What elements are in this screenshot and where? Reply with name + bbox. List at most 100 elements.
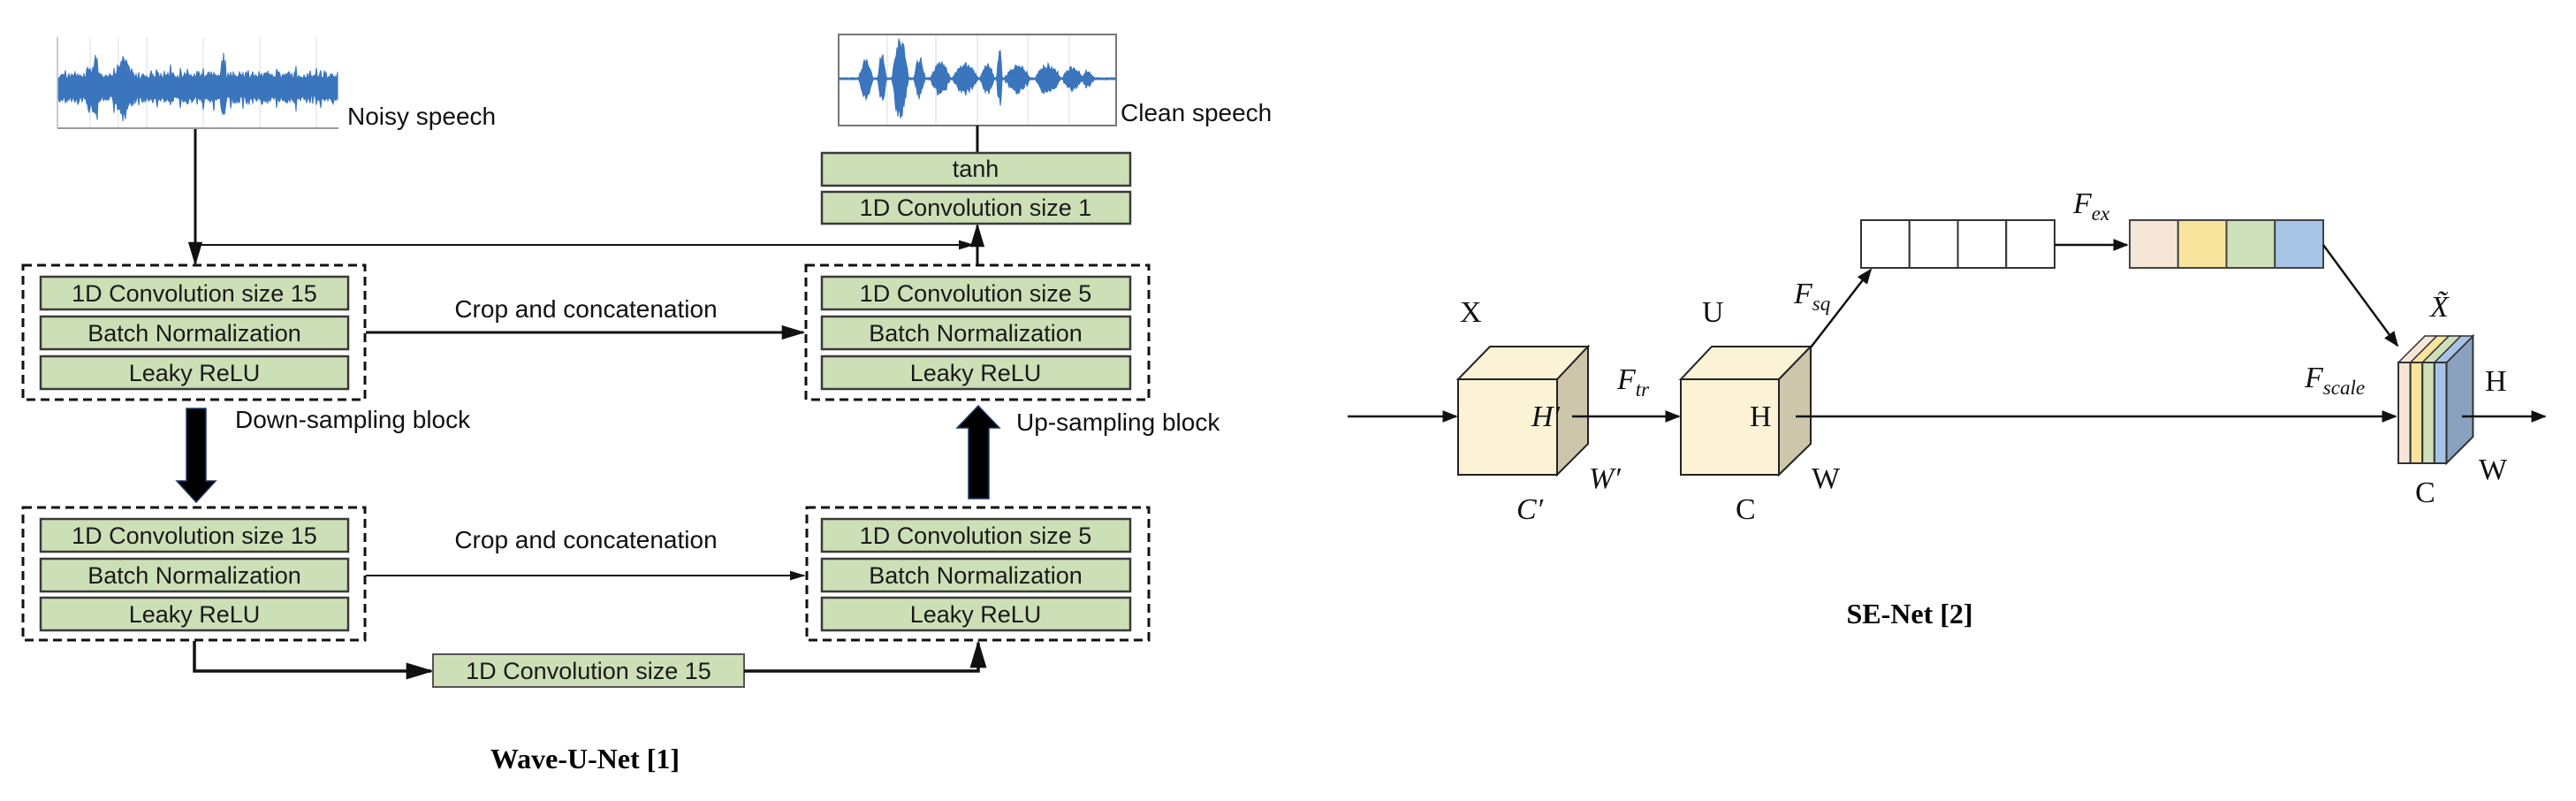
excitation-cell: [2274, 219, 2324, 269]
down-block-1: 1D Convolution size 15 Batch Normalizati…: [21, 263, 367, 401]
layer-leaky-relu: Leaky ReLU: [820, 596, 1132, 632]
layer-conv: 1D Convolution size 5: [820, 517, 1132, 553]
up-block-2: 1D Convolution size 5 Batch Normalizatio…: [805, 506, 1151, 642]
op-base: F: [1616, 363, 1637, 396]
op-fsq-label: Fsq: [1793, 278, 1830, 315]
output-layers: tanh 1D Convolution size 1: [820, 151, 1132, 225]
op-fscale-label: Fscale: [2304, 362, 2365, 399]
layer-label: Leaky ReLU: [129, 601, 261, 628]
excitation-vector: [2129, 219, 2324, 269]
op-sub: tr: [1636, 378, 1650, 400]
layer-label: tanh: [953, 156, 999, 182]
stack-slice: [2433, 362, 2448, 464]
layer-label: 1D Convolution size 5: [860, 523, 1092, 549]
squeeze-cell: [1860, 219, 1911, 269]
skip-label: Crop and concatenation: [454, 526, 717, 553]
noisy-speech-waveform: [57, 37, 338, 129]
dim-w-prime: W′: [1589, 462, 1621, 495]
up-block-1: 1D Convolution size 5 Batch Normalizatio…: [804, 263, 1151, 401]
se-net-title: SE-Net [2]: [1846, 598, 1972, 629]
tensor-x-tilde-label: X̃: [2428, 291, 2450, 324]
tensor-x-cube: [1455, 344, 1591, 477]
dim-w: W: [2479, 454, 2508, 486]
stack-slice: [2409, 362, 2424, 464]
squeeze-arrow: [1810, 268, 1873, 348]
skip-label: Crop and concatenation: [454, 295, 717, 323]
layer-leaky-relu: Leaky ReLU: [820, 355, 1132, 391]
op-sub: sq: [1812, 293, 1830, 315]
squeeze-cell: [1908, 219, 1959, 269]
layer-batchnorm: Batch Normalization: [39, 315, 350, 351]
down-sampling-arrow: [175, 408, 217, 504]
bottleneck-layer: 1D Convolution size 15: [432, 653, 745, 688]
layer-conv: 1D Convolution size 15: [39, 275, 350, 311]
waveform-trace: [57, 52, 338, 122]
layer-conv: 1D Convolution size 5: [820, 275, 1132, 311]
op-base: F: [2304, 362, 2324, 394]
layer-label: 1D Convolution size 15: [466, 658, 711, 684]
squeeze-vector: [1860, 219, 2055, 269]
stack-slice: [2421, 362, 2435, 464]
layer-leaky-relu: Leaky ReLU: [39, 596, 350, 632]
recalibration-arrow: [2321, 244, 2399, 347]
dim-h: H: [2485, 365, 2507, 398]
noisy-speech-label: Noisy speech: [347, 103, 496, 130]
down-sampling-label: Down-sampling block: [235, 406, 471, 433]
squeeze-cell: [2005, 219, 2055, 269]
op-base: F: [2072, 187, 2093, 220]
dim-h: H: [1750, 400, 1772, 433]
layer-label: Leaky ReLU: [910, 601, 1042, 628]
op-ftr-label: Ftr: [1616, 363, 1650, 400]
bottleneck-in-arrow: [193, 641, 435, 680]
dim-c: C: [2415, 477, 2435, 509]
bottleneck-out-arrow: [744, 639, 987, 673]
op-sub: scale: [2323, 377, 2365, 399]
op-base: F: [1793, 278, 1813, 310]
squeeze-cell: [1957, 219, 2008, 269]
layer-label: Batch Normalization: [869, 562, 1083, 589]
layer-label: Batch Normalization: [87, 562, 301, 589]
block-border: [21, 506, 367, 642]
excitation-cell: [2129, 219, 2179, 269]
tensor-u-label: U: [1702, 296, 1724, 329]
layer-batchnorm: Batch Normalization: [820, 557, 1132, 593]
dim-h-prime: H′: [1531, 400, 1561, 433]
layer-batchnorm: Batch Normalization: [39, 557, 350, 593]
excitation-cell: [2225, 219, 2276, 269]
layer-label: Leaky ReLU: [129, 360, 261, 386]
clean-speech-label: Clean speech: [1121, 99, 1272, 126]
layer-label: 1D Convolution size 15: [72, 280, 317, 307]
stack-slice: [2397, 362, 2412, 464]
dim-c-prime: C′: [1516, 493, 1544, 526]
waveform-trace: [839, 38, 1116, 118]
tensor-x-label: X: [1460, 296, 1482, 329]
layer-label: 1D Convolution size 1: [860, 195, 1092, 221]
op-sub: ex: [2092, 202, 2110, 225]
wave-u-net-title: Wave-U-Net [1]: [490, 743, 680, 774]
up-sampling-arrow: [955, 404, 1001, 500]
layer-conv: 1D Convolution size 15: [39, 517, 350, 553]
excitation-cell: [2177, 219, 2228, 269]
layer-label: 1D Convolution size 5: [860, 280, 1092, 307]
block-border: [805, 506, 1151, 642]
tensor-x-tilde-stack: [2397, 333, 2475, 466]
block-border: [804, 263, 1151, 401]
clean-speech-waveform: [838, 34, 1117, 126]
down-block-2: 1D Convolution size 15 Batch Normalizati…: [21, 506, 367, 642]
up-sampling-label: Up-sampling block: [1016, 408, 1220, 436]
layer-leaky-relu: Leaky ReLU: [39, 355, 350, 391]
layer-conv-size-1: 1D Convolution size 1: [820, 190, 1132, 225]
block-border: [21, 263, 367, 401]
op-fex-label: Fex: [2072, 187, 2110, 225]
dim-c: C: [1736, 493, 1756, 526]
dim-w: W: [1812, 462, 1841, 495]
layer-label: 1D Convolution size 15: [72, 523, 317, 549]
se-net-panel: X H′ W′ C′ Ftr U H W C Fsq Fex: [1348, 187, 2547, 629]
layer-tanh: tanh: [820, 151, 1132, 187]
layer-label: Batch Normalization: [87, 320, 301, 347]
layer-label: Batch Normalization: [869, 320, 1083, 347]
layer-label: Leaky ReLU: [910, 360, 1042, 386]
wave-u-net-panel: Noisy speech Clean speech tanh 1D Convol…: [21, 34, 1272, 774]
tensor-u-cube: [1678, 344, 1813, 477]
